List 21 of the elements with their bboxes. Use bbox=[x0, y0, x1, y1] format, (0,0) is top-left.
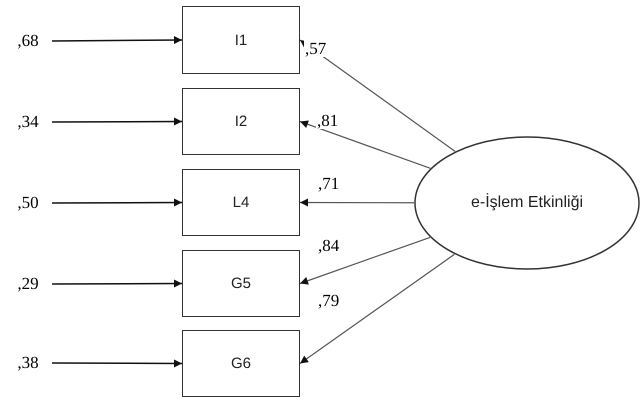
error-value: ,34 bbox=[17, 112, 39, 132]
indicator-name: G5 bbox=[230, 275, 251, 292]
error-value: ,68 bbox=[17, 31, 39, 51]
error-value: ,29 bbox=[17, 274, 39, 294]
indicator-box bbox=[182, 169, 300, 236]
edge-label: ,81 bbox=[316, 112, 340, 129]
indicator-box bbox=[182, 330, 300, 397]
indicator-name: I1 bbox=[234, 32, 248, 48]
edge-label: ,79 bbox=[317, 292, 340, 309]
error-value: ,50 bbox=[17, 193, 39, 213]
edge-label: ,57 bbox=[304, 40, 328, 57]
indicator-name: L4 bbox=[232, 194, 250, 211]
indicator-box bbox=[182, 6, 300, 74]
error-value: ,38 bbox=[17, 353, 39, 373]
edge-label: ,84 bbox=[317, 237, 340, 254]
latent-variable-name: e-İşlem Etkinliği bbox=[470, 194, 584, 212]
indicator-name: I2 bbox=[234, 113, 248, 130]
indicator-box bbox=[182, 88, 300, 155]
indicator-name: G6 bbox=[230, 355, 251, 372]
indicator-box bbox=[182, 250, 300, 317]
edge-label: ,71 bbox=[317, 175, 340, 192]
